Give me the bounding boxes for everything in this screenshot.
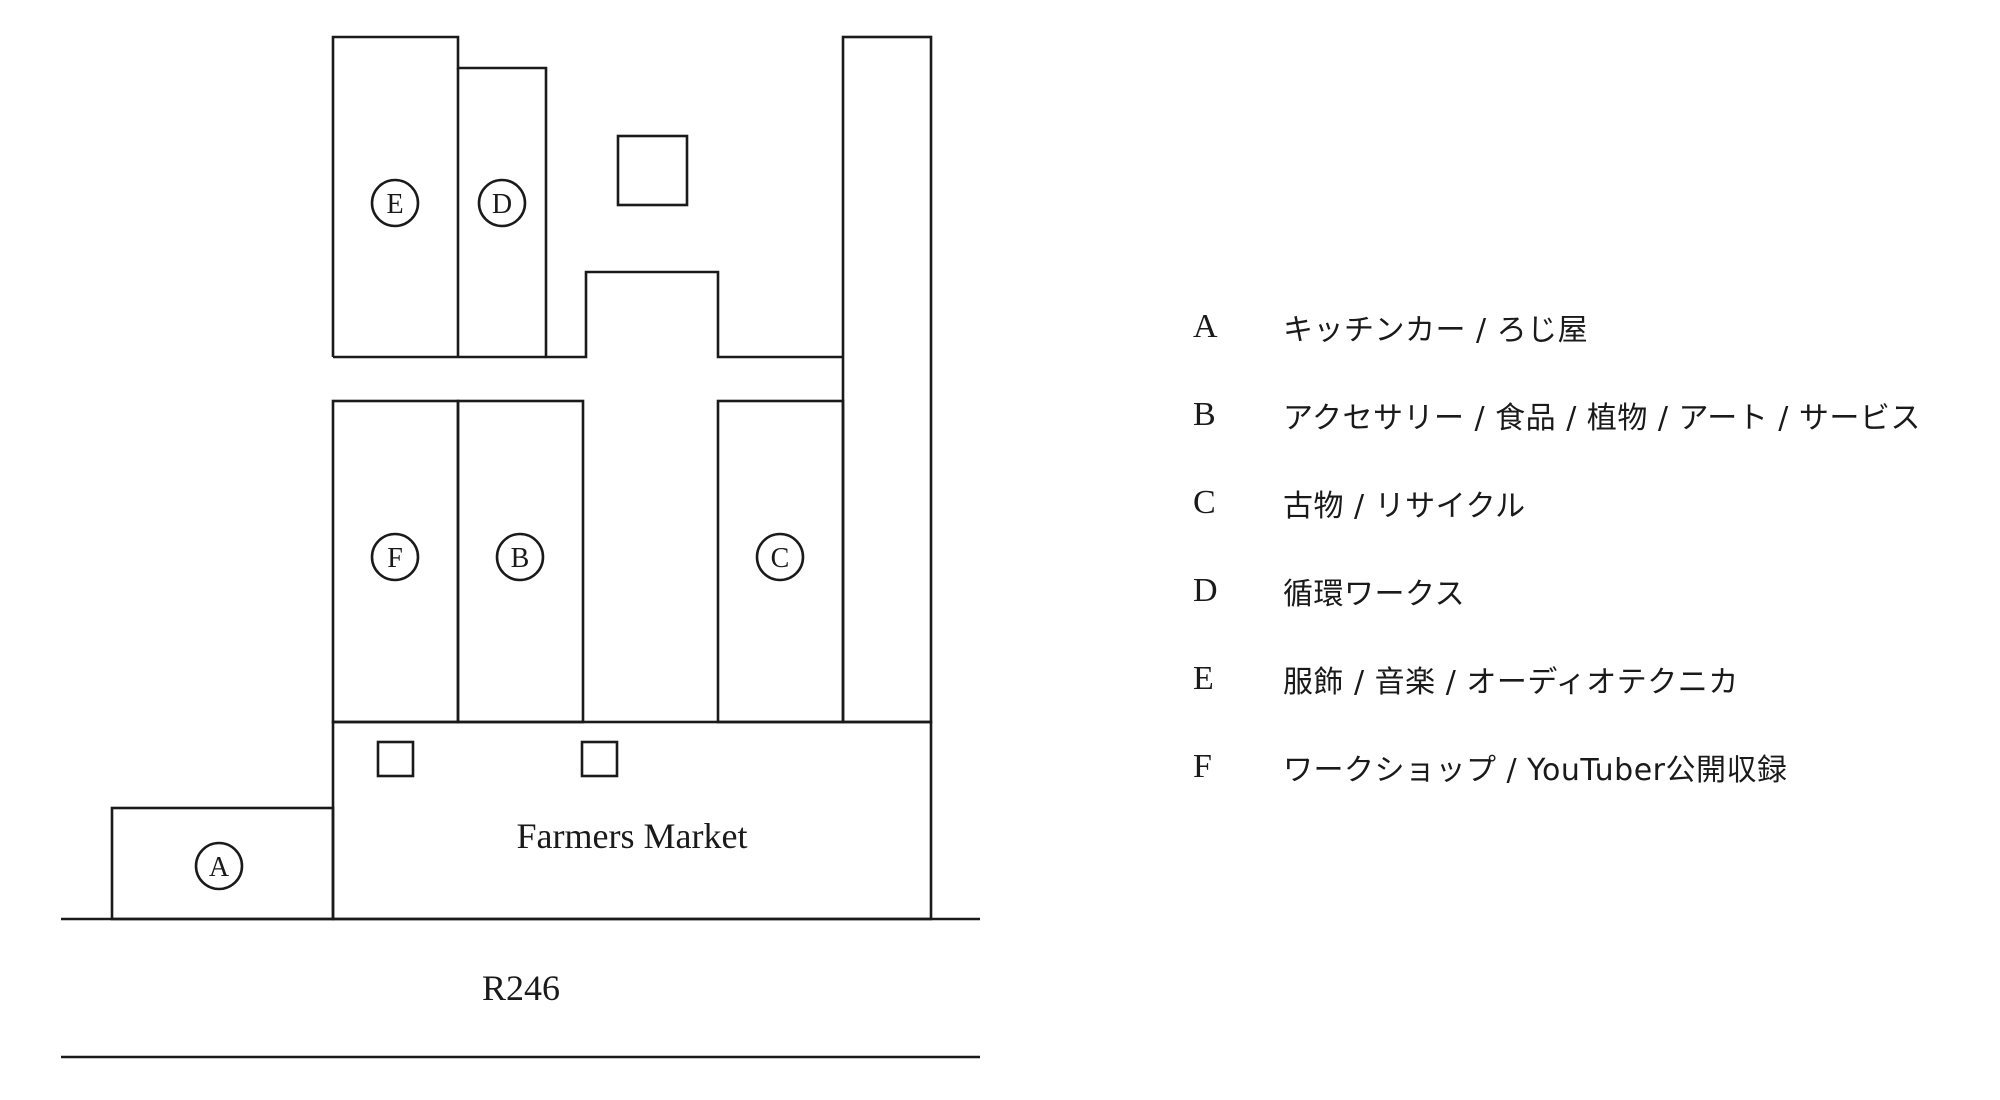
road-label: R246 [482, 968, 560, 1008]
farmers-market-block[interactable] [331, 720, 933, 921]
legend-item-a: A キッチンカー / ろじ屋 [1193, 302, 1588, 352]
upper-pillar [616, 134, 689, 207]
legend-item-d: D 循環ワークス [1193, 566, 1465, 616]
zone-b-marker-label: B [511, 543, 530, 574]
zone-f-marker-circle [370, 532, 420, 582]
legend-text: アクセサリー / 食品 / 植物 / アート / サービス [1283, 401, 1921, 436]
right-wall-block [841, 35, 933, 724]
legend-text: 古物 / リサイクル [1283, 489, 1526, 524]
legend-text: 循環ワークス [1283, 577, 1466, 612]
zone-b-marker-circle [495, 532, 545, 582]
zone-f-marker-label: F [387, 543, 403, 574]
legend-letter: F [1193, 748, 1212, 785]
legend-letter: C [1193, 484, 1216, 521]
zone-e-marker-circle [370, 178, 420, 228]
zone-a-marker-circle [194, 841, 244, 891]
zone-d-marker-label: D [492, 189, 512, 220]
legend-letter: B [1193, 396, 1216, 433]
legend-text: ワークショップ / YouTuber公開収録 [1283, 753, 1788, 788]
zone-c-marker-circle [755, 532, 805, 582]
legend-text: 服飾 / 音楽 / オーディオテクニカ [1283, 665, 1739, 700]
zone-c-marker-label: C [771, 543, 790, 574]
zone-a-marker-label: A [209, 852, 230, 883]
upper-building-outline [331, 35, 843, 359]
farmers-market-label: Farmers Market [517, 816, 748, 856]
legend-item-f: F ワークショップ / YouTuber公開収録 [1193, 742, 1788, 792]
legend-item-e: E 服飾 / 音楽 / オーディオテクニカ [1193, 654, 1739, 704]
legend-item-c: C 古物 / リサイクル [1193, 478, 1526, 528]
pillar-right [580, 740, 619, 778]
legend-text: キッチンカー / ろじ屋 [1283, 313, 1589, 348]
legend-letter: D [1193, 572, 1218, 609]
site-map: E D F B C A Farmers Market R246 [61, 35, 980, 1059]
zone-b-block[interactable] [456, 399, 585, 724]
zone-e-marker-label: E [386, 189, 403, 220]
pillar-left [376, 740, 415, 778]
legend-letter: E [1193, 660, 1214, 697]
zone-d-marker-circle [477, 178, 527, 228]
legend-letter: A [1193, 308, 1218, 345]
legend-item-b: B アクセサリー / 食品 / 植物 / アート / サービス [1193, 390, 1921, 440]
